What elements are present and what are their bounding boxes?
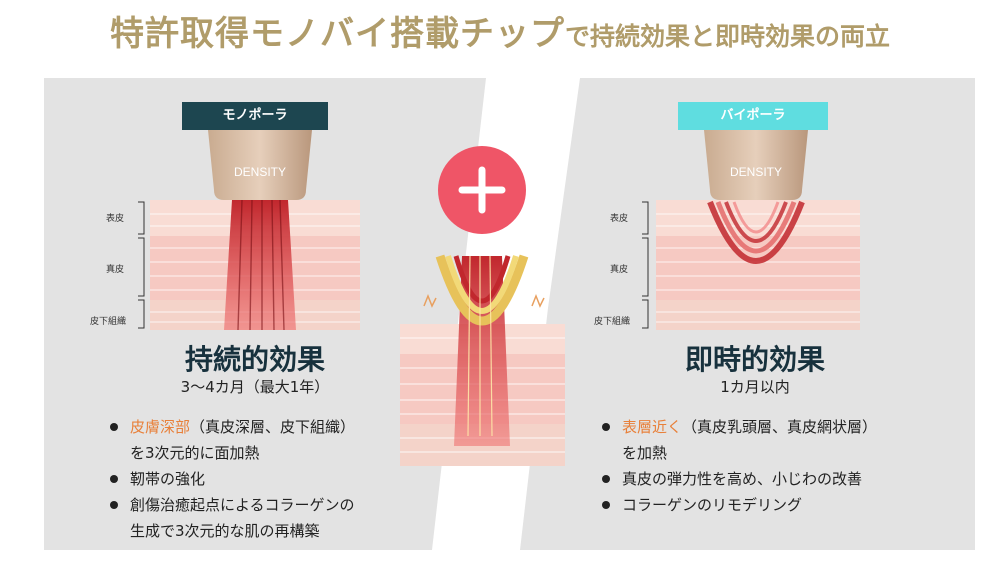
layer-label-epidermis: 表皮 xyxy=(106,214,125,224)
skin-dermis xyxy=(656,236,860,300)
layer-label-subcutis: 皮下組織 xyxy=(90,317,127,327)
right-subheading: 1カ月以内 xyxy=(720,378,790,396)
center-v-arc-outer xyxy=(435,254,529,326)
bipolar-illustration: DENSITY xyxy=(642,130,860,330)
device-tip xyxy=(704,130,808,200)
device-label: DENSITY xyxy=(730,165,782,179)
bullet-dot-icon xyxy=(110,475,118,483)
heat-beam xyxy=(224,200,296,330)
title-main: 特許取得モノバイ搭載チップ xyxy=(109,14,565,54)
skin-cell-lines xyxy=(656,213,860,323)
bullet-dot-icon xyxy=(110,501,118,509)
plus-icon xyxy=(458,166,506,214)
monopolar-illustration: DENSITY xyxy=(138,130,360,331)
layer-brackets xyxy=(642,201,649,329)
skin-epidermis xyxy=(656,200,860,236)
beam-lines xyxy=(237,199,285,331)
center-beam-lines xyxy=(467,255,493,437)
list-item: コラーゲンのリモデリング xyxy=(600,492,960,518)
title-sub: で持続効果と即時効果の両立 xyxy=(564,22,890,51)
list-item: 表層近く（真皮乳頭層、真皮網状層）を加熱 xyxy=(600,414,960,466)
layer-label-dermis: 真皮 xyxy=(610,265,629,275)
center-illustration xyxy=(400,146,565,466)
comparison-stage: モノポーラ DENSITY xyxy=(0,76,1000,563)
list-item: 皮膚深部（真皮深層、皮下組織）を3次元的に面加熱 xyxy=(108,414,438,466)
spark-left-icon xyxy=(423,293,437,308)
list-item: 創傷治癒起点によるコラーゲンの生成で3次元的な肌の再構築 xyxy=(108,492,438,544)
left-heading: 持続的効果 xyxy=(184,343,325,376)
bullet-dot-icon xyxy=(602,501,610,509)
bipolar-badge: バイポーラ xyxy=(678,102,828,130)
layer-label-subcutis: 皮下組織 xyxy=(594,317,631,327)
layer-brackets xyxy=(138,201,145,329)
left-bullet-list: 皮膚深部（真皮深層、皮下組織）を3次元的に面加熱 靭帯の強化 創傷治癒起点による… xyxy=(108,414,438,544)
bullet-dot-icon xyxy=(110,423,118,431)
layer-label-epidermis: 表皮 xyxy=(610,214,629,224)
center-heat-beam xyxy=(454,256,510,446)
right-heading: 即時的効果 xyxy=(684,343,825,376)
left-subheading: 3〜4カ月（最大1年） xyxy=(180,378,330,396)
list-item: 靭帯の強化 xyxy=(108,466,438,492)
spark-right-icon xyxy=(531,293,545,308)
device-tip xyxy=(208,130,312,200)
right-bullet-list: 表層近く（真皮乳頭層、真皮網状層）を加熱 真皮の弾力性を高め、小じわの改善 コラ… xyxy=(600,414,960,518)
monopolar-badge: モノポーラ xyxy=(182,102,328,130)
page-title: 特許取得モノバイ搭載チップで持続効果と即時効果の両立 xyxy=(0,6,1000,55)
center-v-arc-mid xyxy=(445,255,519,314)
bipolar-v-heat xyxy=(707,200,805,264)
layer-label-dermis: 真皮 xyxy=(106,265,125,275)
device-label: DENSITY xyxy=(234,165,286,179)
skin-subcutis xyxy=(656,300,860,330)
center-v-arc-inner xyxy=(453,255,511,304)
bullet-dot-icon xyxy=(602,475,610,483)
list-item: 真皮の弾力性を高め、小じわの改善 xyxy=(600,466,960,492)
bullet-dot-icon xyxy=(602,423,610,431)
